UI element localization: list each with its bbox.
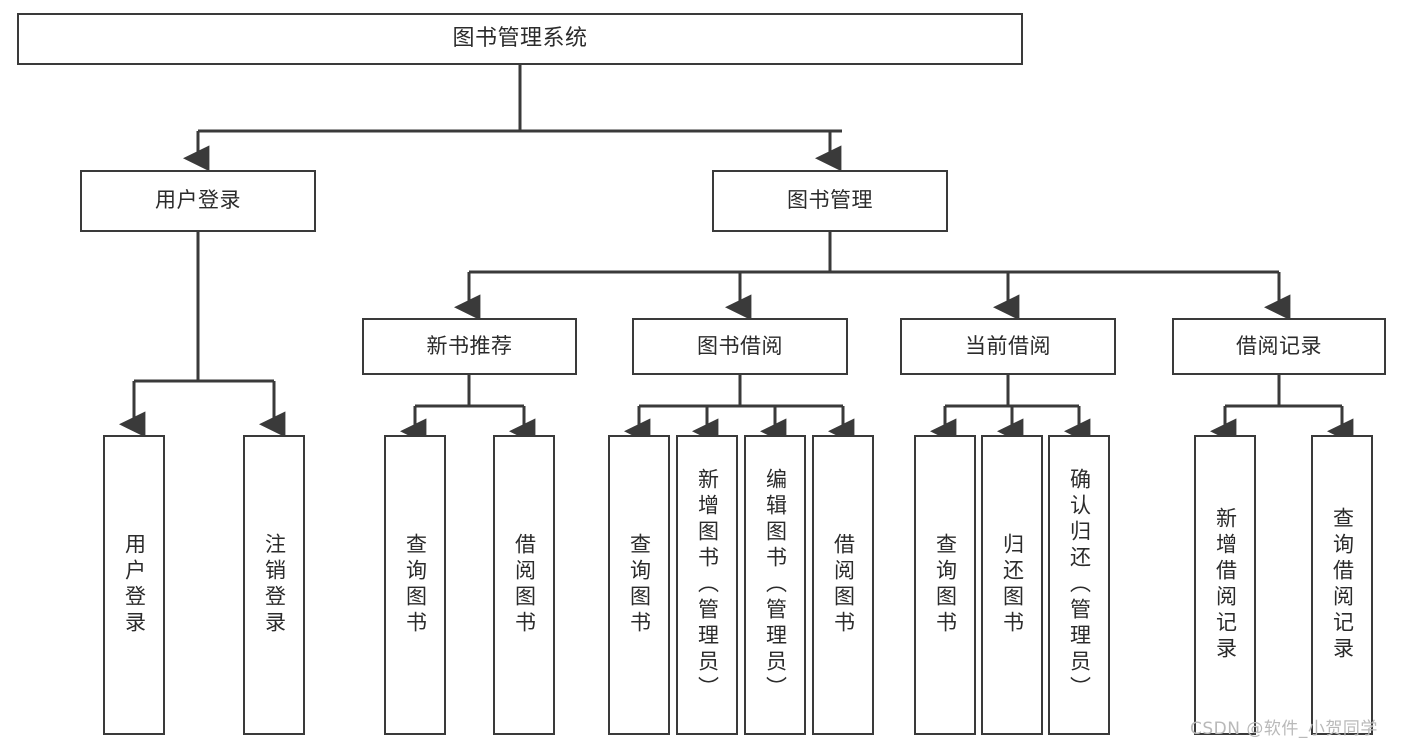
leaf-label: 用户登录 [122,533,147,637]
node-user-login[interactable]: 用户登录 [80,170,316,232]
leaf-label: 查询图书 [627,533,652,637]
leaf-label: 借阅图书 [512,533,537,637]
leaf-new-book-borrow[interactable]: 借阅图书 [493,435,555,735]
node-current-borrow[interactable]: 当前借阅 [900,318,1116,375]
leaf-new-book-query[interactable]: 查询图书 [384,435,446,735]
leaf-book-borrow-borrow[interactable]: 借阅图书 [812,435,874,735]
leaf-label: 新增图书（管理员） [695,468,720,702]
leaf-label: 查询图书 [403,533,428,637]
leaf-borrow-record-add[interactable]: 新增借阅记录 [1194,435,1256,735]
node-book-management[interactable]: 图书管理 [712,170,948,232]
leaf-user-login-signout[interactable]: 注销登录 [243,435,305,735]
leaf-book-borrow-query[interactable]: 查询图书 [608,435,670,735]
leaf-label: 新增借阅记录 [1213,507,1238,663]
leaf-label: 查询借阅记录 [1330,507,1355,663]
leaf-label: 借阅图书 [831,533,856,637]
leaf-current-borrow-confirm[interactable]: 确认归还（管理员） [1048,435,1110,735]
watermark-text: CSDN @软件_小贺同学 [1190,719,1378,739]
leaf-current-borrow-query[interactable]: 查询图书 [914,435,976,735]
leaf-label: 编辑图书（管理员） [763,468,788,702]
leaf-borrow-record-query[interactable]: 查询借阅记录 [1311,435,1373,735]
leaf-book-borrow-add[interactable]: 新增图书（管理员） [676,435,738,735]
leaf-label: 确认归还（管理员） [1067,468,1092,702]
leaf-label: 注销登录 [262,533,287,637]
leaf-current-borrow-return[interactable]: 归还图书 [981,435,1043,735]
leaf-label: 归还图书 [1000,533,1025,637]
node-new-book-recommend[interactable]: 新书推荐 [362,318,577,375]
node-book-borrow[interactable]: 图书借阅 [632,318,848,375]
leaf-book-borrow-edit[interactable]: 编辑图书（管理员） [744,435,806,735]
leaf-label: 查询图书 [933,533,958,637]
node-root-system[interactable]: 图书管理系统 [17,13,1023,65]
node-borrow-record[interactable]: 借阅记录 [1172,318,1386,375]
leaf-user-login-signin[interactable]: 用户登录 [103,435,165,735]
